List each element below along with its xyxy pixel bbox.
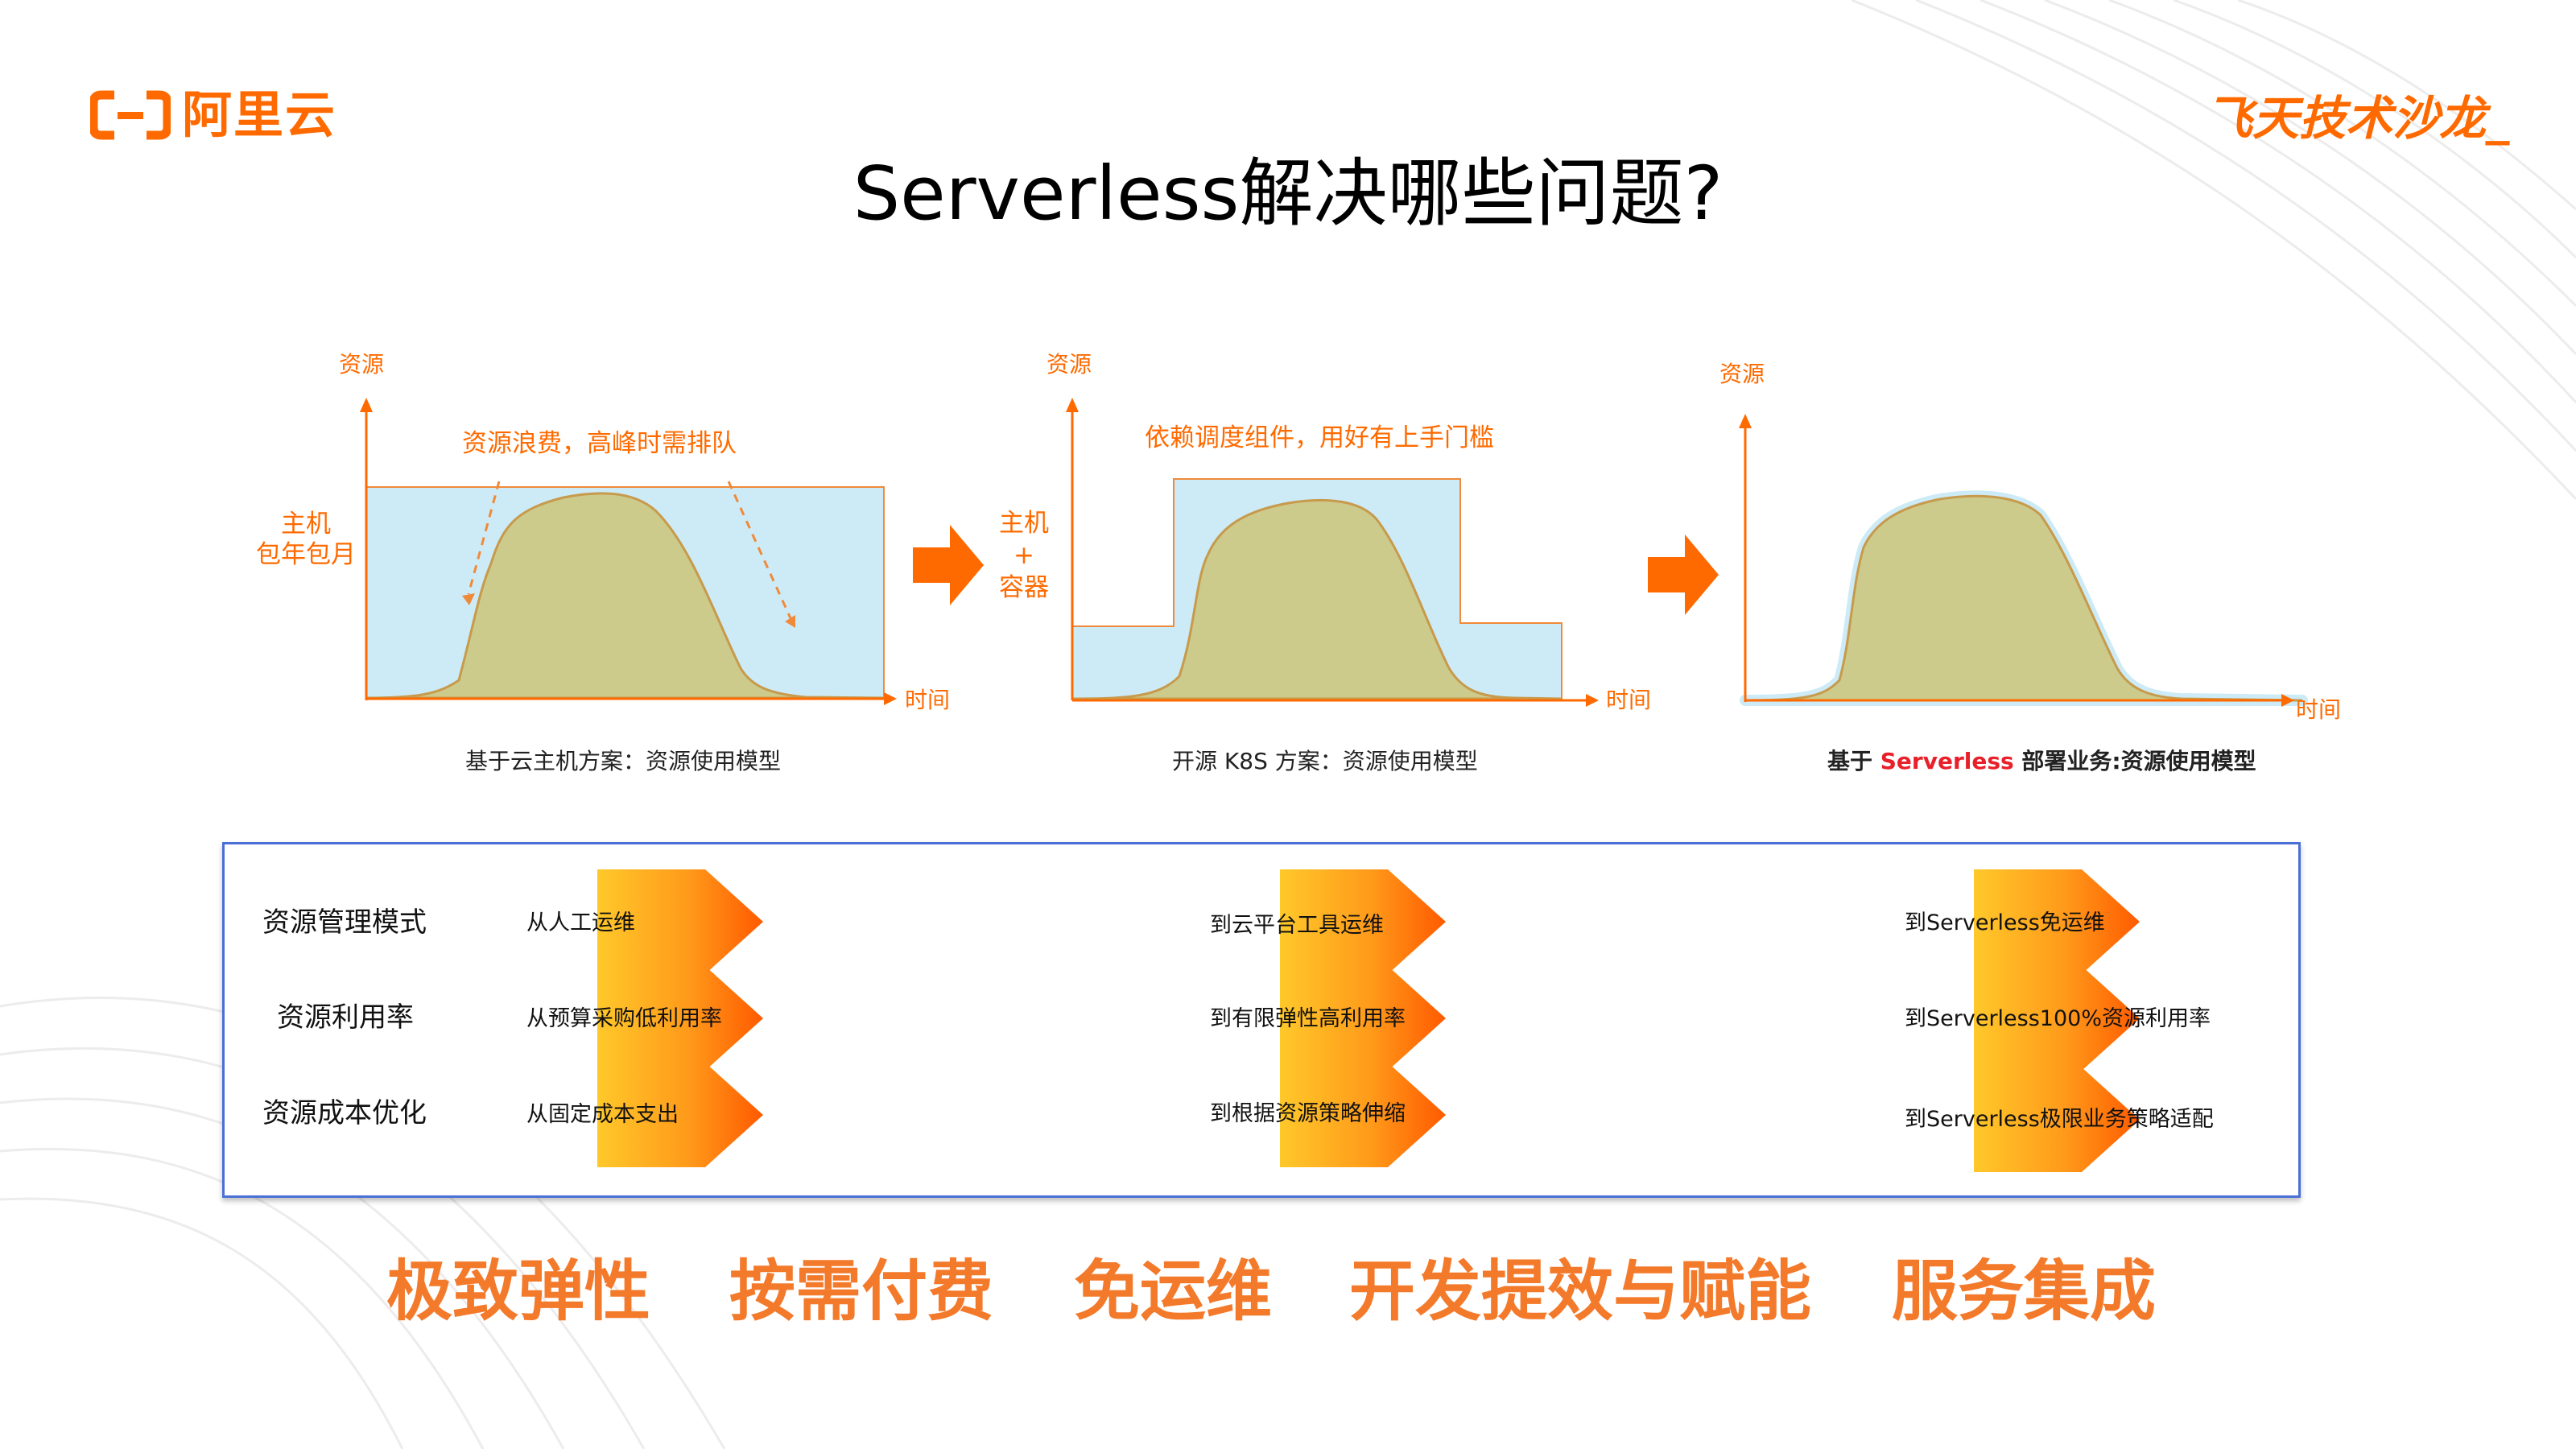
benefit-dev-efficiency: 开发提效与赋能 (1349, 1253, 1812, 1330)
chart2-x-axis-label: 时间 (1606, 687, 1652, 713)
chart3-x-axis-label: 时间 (2296, 696, 2342, 723)
y-axis-arrowhead (360, 398, 373, 412)
event-logo: 飞天技术沙龙_ (2206, 91, 2510, 146)
progress-arrow (1974, 869, 2140, 974)
alibaba-cloud-logo-text: 阿里云 (182, 85, 337, 144)
chart1-y-axis-label: 资源 (339, 351, 385, 378)
row-label-cost: 资源成本优化 (262, 1097, 427, 1129)
benefit-no-ops: 免运维 (1074, 1253, 1273, 1330)
progress-arrow-shape (1974, 869, 2140, 974)
chart2-caption: 开源 K8S 方案：资源使用模型 (1172, 748, 1478, 774)
column3-item: 到Serverless极限业务策略适配 (1905, 1107, 2214, 1132)
progress-arrow (1974, 1067, 2140, 1172)
chart1-annotation: 资源浪费，高峰时需排队 (462, 429, 737, 458)
progress-arrow-shape (1280, 869, 1446, 974)
transition-arrow-2 (1648, 535, 1719, 615)
waste-arrow-right (727, 481, 792, 619)
chart3-y-axis-label: 资源 (1719, 361, 1765, 387)
row-label-utilization: 资源利用率 (277, 1001, 414, 1034)
usage-curve (1071, 499, 1563, 700)
page-title: Serverless解决哪些问题? (852, 151, 1724, 237)
chart1-side-label: 主机 包年包月 (242, 509, 370, 570)
benefit-pay-as-you-go: 按需付费 (729, 1253, 994, 1330)
progress-arrow-shape (1280, 966, 1446, 1071)
chart3-caption-prefix: 基于 (1827, 748, 1880, 774)
chart2-side-label-line: + (1013, 541, 1034, 570)
y-axis-arrowhead (1739, 414, 1752, 428)
comparison-box (222, 842, 2301, 1198)
progress-arrow-shape (1280, 1063, 1446, 1167)
waste-arrow-left (467, 481, 501, 595)
column1-item: 从固定成本支出 (526, 1102, 679, 1127)
column2-item: 到云平台工具运维 (1210, 913, 1384, 938)
waste-arrow-right-head (785, 615, 795, 628)
progress-arrow-shape (1974, 1067, 2140, 1172)
chart3-caption: 基于 Serverless 部署业务:资源使用模型 (1827, 748, 2256, 775)
progress-arrow-shape (597, 966, 763, 1071)
progress-arrow-shape (597, 1063, 763, 1167)
alibaba-cloud-logo: 阿里云 (90, 87, 336, 143)
column1-item: 从人工运维 (526, 910, 635, 935)
x-axis-arrowhead (884, 692, 897, 705)
chart1-x-axis-label: 时间 (905, 687, 951, 713)
progress-arrow (597, 966, 763, 1071)
progress-arrow (1974, 966, 2140, 1071)
chart2-side-label-line: 容器 (999, 573, 1049, 602)
column3-item: 到Serverless免运维 (1905, 910, 2105, 935)
benefit-service-integration: 服务集成 (1892, 1253, 2157, 1330)
chart3-caption-suffix: 部署业务:资源使用模型 (2013, 748, 2256, 774)
row-label-management: 资源管理模式 (262, 906, 427, 939)
y-axis-arrowhead (1066, 398, 1079, 412)
column2-item: 到根据资源策略伸缩 (1210, 1101, 1406, 1126)
chart-cloud-host (360, 398, 897, 705)
progress-arrow (1280, 869, 1446, 974)
x-axis-arrowhead (1586, 694, 1599, 707)
x-axis-arrowhead (2281, 694, 2294, 707)
chart2-side-label: 主机 + 容器 (984, 507, 1064, 604)
progress-arrow (1280, 1063, 1446, 1167)
column3-item: 到Serverless100%资源利用率 (1905, 1006, 2211, 1031)
progress-arrow-shape (1974, 966, 2140, 1071)
chart-serverless (1739, 414, 2308, 707)
alibaba-cloud-logo-icon (90, 90, 171, 140)
chart2-y-axis-label: 资源 (1046, 351, 1092, 378)
chart1-caption: 基于云主机方案：资源使用模型 (465, 748, 782, 774)
chart-k8s (1066, 398, 1599, 707)
chart2-annotation: 依赖调度组件，用好有上手门槛 (1145, 423, 1494, 452)
chart3-caption-highlight: Serverless (1880, 748, 2014, 774)
chart2-side-label-line: 主机 (999, 509, 1049, 538)
progress-arrow-shape (597, 869, 763, 974)
progress-arrow (597, 869, 763, 974)
usage-curve (365, 492, 885, 700)
progress-arrow (597, 1063, 763, 1167)
transition-arrow-1-shape (913, 525, 984, 605)
chart1-side-label-line: 包年包月 (256, 540, 356, 569)
transition-arrow-2-shape (1648, 535, 1719, 615)
column1-item: 从预算采购低利用率 (526, 1006, 722, 1031)
column2-item: 到有限弹性高利用率 (1210, 1006, 1406, 1031)
chart1-side-label-line: 主机 (281, 510, 331, 539)
progress-arrow (1280, 966, 1446, 1071)
benefit-elastic: 极致弹性 (386, 1253, 651, 1330)
transition-arrow-1 (913, 525, 984, 605)
waste-arrow-left-head (462, 593, 475, 605)
usage-curve (1744, 494, 2303, 702)
